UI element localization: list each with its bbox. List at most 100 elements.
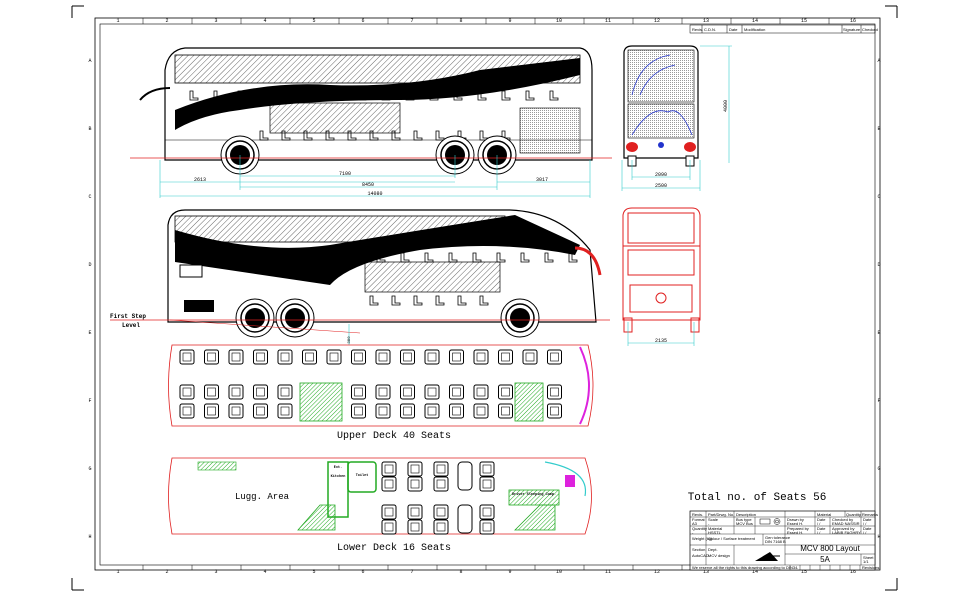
seat	[381, 504, 397, 520]
seat	[277, 349, 293, 365]
grid-row-label: E	[877, 330, 880, 336]
seat	[479, 504, 495, 520]
grid-column-label: 9	[508, 18, 511, 24]
driver-comp-label: Driver Sleeping Comp.	[512, 492, 556, 497]
seat-side	[520, 252, 530, 263]
seat	[351, 349, 366, 365]
grid-column-label: 4	[263, 18, 266, 24]
level-label: Level	[122, 322, 140, 329]
seat-side	[237, 90, 247, 101]
tb-head-material: Material	[817, 512, 831, 517]
seat	[407, 519, 423, 535]
seat	[381, 476, 397, 492]
upper-deck-title: Upper Deck 40 Seats	[337, 430, 451, 442]
seat-side	[285, 90, 295, 101]
seat	[547, 384, 562, 400]
seat-cushion	[482, 464, 492, 474]
seat	[407, 476, 423, 492]
seat	[253, 403, 268, 419]
seat	[381, 519, 397, 535]
dim-height: 4000	[723, 100, 729, 112]
seat-cushion	[452, 387, 461, 397]
seat-cushion	[280, 387, 290, 397]
toilet-label: Toilet	[356, 473, 369, 478]
dim-rear-track: 2135	[655, 338, 667, 344]
tb-approved: LABIB FAGHRY	[832, 530, 861, 535]
grid-column-label: 7	[410, 569, 413, 575]
seat-side	[525, 90, 535, 101]
seat-cushion	[476, 387, 486, 397]
side-view-left	[130, 47, 612, 175]
grid-column-label: 2	[165, 18, 168, 24]
tb-head-part: Part/Drwg. No.	[708, 512, 734, 517]
tb-dept: MCV design	[708, 553, 730, 558]
dim-width: 2500	[655, 183, 667, 189]
rev-col-checked: Checked	[862, 27, 878, 32]
seat	[204, 403, 219, 419]
seat-cushion	[436, 479, 446, 489]
rev-col-revis: Revis.	[692, 27, 703, 32]
wheel-hub	[285, 308, 305, 328]
grid-column-label: 10	[556, 569, 562, 575]
grid-column-label: 12	[654, 569, 660, 575]
seat	[381, 461, 397, 477]
seat-cushion	[550, 387, 559, 397]
seat-cushion	[403, 387, 412, 397]
grid-column-label: 14	[752, 569, 758, 575]
seat	[547, 349, 562, 365]
seat-cushion	[378, 352, 388, 362]
grid-column-label: 5	[312, 569, 315, 575]
grid-column-label: 5	[312, 18, 315, 24]
lower-deck-title: Lower Deck 16 Seats	[337, 542, 451, 554]
lower-deck-plan	[168, 457, 592, 535]
grid-column-label: 8	[459, 569, 462, 575]
seat-cushion	[354, 387, 363, 397]
seat-cushion	[525, 352, 535, 362]
seat-side	[261, 90, 271, 101]
seat-cushion	[501, 387, 510, 397]
seat-cushion	[427, 352, 437, 362]
seat-cushion	[384, 522, 394, 532]
seat-cushion	[182, 352, 192, 362]
tb-material: HSSTL	[708, 530, 722, 535]
tb-date-4: / /	[863, 530, 867, 535]
grid-column-label: 16	[850, 569, 856, 575]
dim-step-height: 380	[348, 336, 352, 344]
grid-row-label: D	[877, 262, 880, 268]
tb-section: AutoCAD	[692, 553, 709, 558]
seat	[375, 349, 391, 365]
seat-cushion	[256, 387, 265, 397]
grid-column-label: 6	[361, 569, 364, 575]
tb-quantity: -	[692, 530, 694, 535]
seat-cushion	[256, 406, 265, 416]
seat-cushion	[207, 406, 216, 416]
seat	[375, 403, 391, 419]
seat-side	[304, 252, 314, 263]
grid-row-label: D	[88, 262, 91, 268]
seat	[179, 349, 195, 365]
kitchen-label-2: Kitchen	[331, 474, 346, 479]
seat-side	[496, 252, 506, 263]
tb-revisions: Revisions	[862, 565, 879, 570]
seat	[400, 349, 415, 365]
grid-column-label: 16	[850, 18, 856, 24]
seat-cushion	[231, 387, 241, 397]
seat-cushion	[482, 522, 492, 532]
seat-cushion	[482, 479, 492, 489]
seat-side	[357, 90, 367, 101]
seat	[351, 403, 366, 419]
wheel-hub	[510, 308, 530, 328]
tb-sheet: 1/1	[863, 559, 869, 564]
tb-rights: We reserve all the rights to this drawin…	[692, 565, 798, 570]
seat	[179, 384, 195, 400]
seat-side	[477, 90, 487, 101]
corner-marks	[71, 5, 898, 591]
seat	[547, 403, 562, 419]
seat-cushion	[231, 352, 241, 362]
seat	[375, 384, 391, 400]
tb-date-3: / /	[817, 530, 821, 535]
tb-colour-label: Colour / Surface treatment	[708, 536, 756, 541]
grid-row-label: F	[88, 398, 91, 404]
seat	[400, 384, 415, 400]
seat-cushion	[280, 406, 290, 416]
